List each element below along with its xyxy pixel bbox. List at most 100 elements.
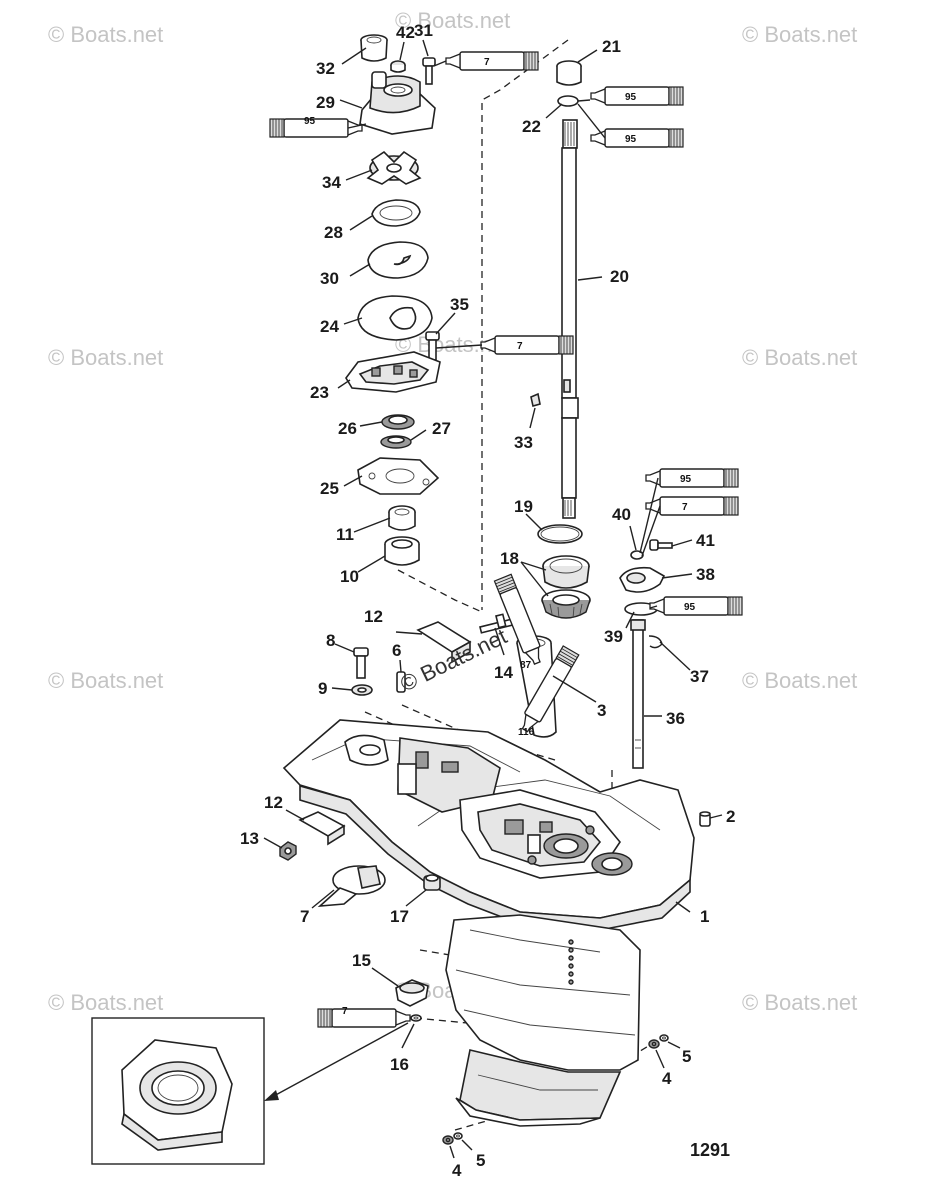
washer-part xyxy=(410,1014,422,1022)
small-hardware xyxy=(279,647,711,1145)
bushing-part xyxy=(388,505,416,531)
svg-text:7: 7 xyxy=(517,341,523,352)
part-label: 34 xyxy=(322,173,341,192)
watermark: © Boats.net xyxy=(48,22,163,47)
bearing-part xyxy=(384,536,420,566)
tapered-bearing-part xyxy=(541,589,591,619)
pump-housing-part xyxy=(359,71,436,135)
lubricant-tubes: 7 95 95 95 95 7 95 7 7 xyxy=(269,51,743,1028)
lubricant-tube: 95 xyxy=(590,128,684,148)
part-label: 21 xyxy=(602,37,621,56)
part-label: 26 xyxy=(338,419,357,438)
part-label: 30 xyxy=(320,269,339,288)
watermark: © Boats.net xyxy=(742,22,857,47)
arrow-head xyxy=(264,1090,279,1101)
part-label: 13 xyxy=(240,829,259,848)
washer-part xyxy=(659,1034,669,1042)
svg-text:95: 95 xyxy=(625,134,637,145)
lubricant-code: 87 xyxy=(520,660,532,671)
screw-part xyxy=(649,539,673,551)
bearing-cup-part xyxy=(542,555,590,589)
o-ring-part xyxy=(537,524,583,544)
screw-part xyxy=(422,57,436,85)
clip-part xyxy=(416,621,472,664)
part-label: 4 xyxy=(452,1161,462,1180)
gasket-part xyxy=(357,457,440,495)
watermark: © Boats.net xyxy=(48,345,163,370)
part-label: 42 xyxy=(396,23,415,42)
part-label: 19 xyxy=(514,497,533,516)
part-label: 4 xyxy=(662,1069,672,1088)
detail-pointer xyxy=(271,1022,409,1098)
part-label: 17 xyxy=(390,907,409,926)
lubricant-tube: 7 xyxy=(317,1006,411,1028)
part-label: 41 xyxy=(696,531,715,550)
part-label: 1 xyxy=(700,907,709,926)
svg-text:95: 95 xyxy=(304,116,316,127)
part-label: 35 xyxy=(450,295,469,314)
gear-housing-part xyxy=(282,719,695,1127)
part-label: 15 xyxy=(352,951,371,970)
part-label: 3 xyxy=(597,701,606,720)
part-label: 33 xyxy=(514,433,533,452)
part-label: 37 xyxy=(690,667,709,686)
svg-text:95: 95 xyxy=(684,602,696,613)
shift-shaft-part xyxy=(630,619,646,769)
part-label: 23 xyxy=(310,383,329,402)
watermark: © Boats.net xyxy=(395,8,510,33)
part-label: 11 xyxy=(336,525,354,544)
watermark: © Boats.net xyxy=(742,668,857,693)
bushing-part xyxy=(360,34,388,62)
clip-part xyxy=(648,635,663,649)
lubricant-tube: 95 xyxy=(269,116,363,138)
svg-text:7: 7 xyxy=(484,57,490,68)
part-label: 5 xyxy=(682,1047,691,1066)
part-label: 36 xyxy=(666,709,685,728)
detail-inset xyxy=(91,1017,265,1165)
leader-lines xyxy=(263,39,723,1159)
part-label: 24 xyxy=(320,317,339,336)
svg-text:7: 7 xyxy=(342,1006,348,1017)
part-label: 22 xyxy=(522,117,541,136)
screw-part xyxy=(442,1135,454,1145)
sleeve-part xyxy=(699,811,711,827)
bolt-part xyxy=(353,647,369,679)
washer-part xyxy=(630,550,644,560)
part-label: 12 xyxy=(364,607,383,626)
key-part xyxy=(530,392,541,408)
part-label: 27 xyxy=(432,419,451,438)
part-label: 32 xyxy=(316,59,335,78)
fitting-part xyxy=(423,874,441,891)
shift-parts xyxy=(619,539,673,769)
lubricant-code: 116 xyxy=(518,727,535,738)
lubricant-tube: 95 xyxy=(590,86,684,106)
part-label: 8 xyxy=(326,631,335,650)
part-label: 10 xyxy=(340,567,359,586)
impeller-part xyxy=(366,150,422,185)
svg-text:95: 95 xyxy=(625,92,637,103)
seal-part xyxy=(380,435,412,449)
part-label: 39 xyxy=(604,627,623,646)
watermark: © Boats.net xyxy=(48,990,163,1015)
part-label: 29 xyxy=(316,93,335,112)
part-label: 14 xyxy=(494,663,513,682)
water-intake-holes xyxy=(568,939,574,985)
seal-part xyxy=(381,414,415,430)
figure-number: 1291 xyxy=(690,1140,730,1160)
part-label: 20 xyxy=(610,267,629,286)
lubricant-tube: 7 xyxy=(480,335,574,355)
drain-plug-part xyxy=(395,979,429,1007)
part-label: 25 xyxy=(320,479,339,498)
washer-part xyxy=(351,684,373,696)
part-label: 9 xyxy=(318,679,327,698)
part-labels: 1 2 3 4 4 5 5 6 7 8 9 10 11 12 12 13 14 … xyxy=(240,21,735,1180)
clip-part xyxy=(298,811,346,846)
part-label: 2 xyxy=(726,807,735,826)
part-label: 6 xyxy=(392,641,401,660)
lubricant-tube: 95 xyxy=(645,468,739,488)
lubricant-tube: 7 xyxy=(645,496,739,516)
screw-part xyxy=(648,1039,660,1049)
lubricant-tube: 95 xyxy=(649,596,743,616)
gasket-part xyxy=(357,295,433,341)
